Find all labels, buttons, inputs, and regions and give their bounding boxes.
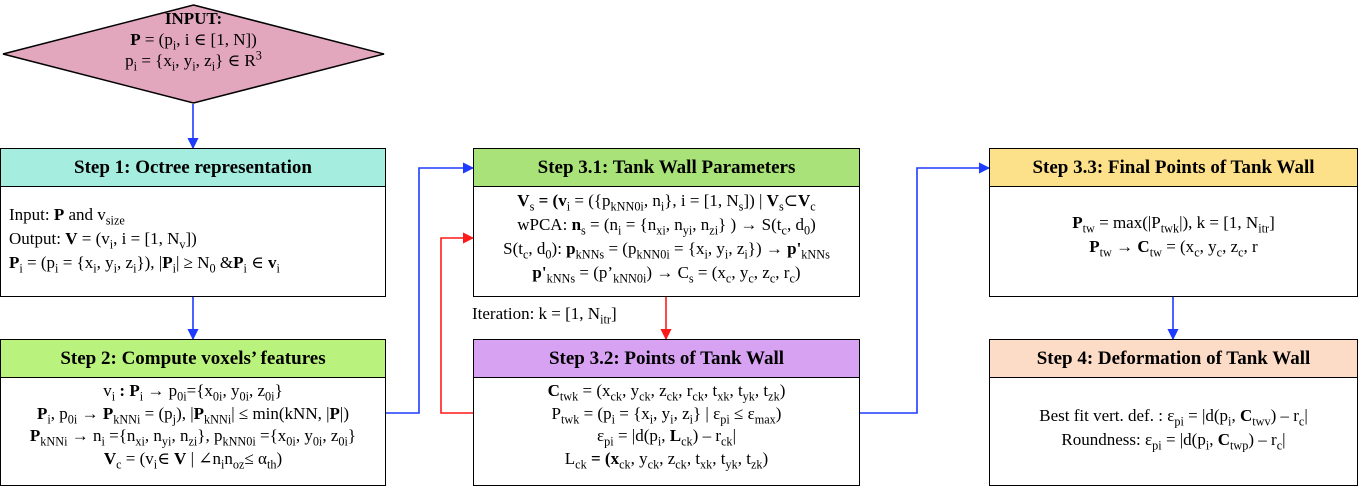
step32-box: Step 3.2: Points of Tank Wall Ctwk = (xc… — [473, 339, 860, 486]
step33-body: Ptw = max(|Ptwk|), k = [1, Nitr] Ptw → C… — [990, 187, 1357, 263]
step1-line-2: Output: V = (vi, i = [1, Nv]) — [9, 229, 197, 252]
step31-title: Step 3.1: Tank Wall Parameters — [474, 149, 859, 187]
step31-body: Vs = (vi = ({pkNN0i, ni}, i = [1, Ns]) |… — [474, 187, 859, 289]
step31-line-2: wPCA: ns = (ni = {nxi, nyi, nzi} ) → S(t… — [517, 215, 816, 238]
step2-line-3: PkNNi → ni ={nxi, nyi, nzi}, pkNN0i ={x0… — [29, 426, 357, 449]
step2-line-4: Vc = (vi∈ V | ∠ninoz≤ αth) — [103, 448, 283, 471]
step32-title: Step 3.2: Points of Tank Wall — [474, 340, 859, 378]
step33-line-1: Ptw = max(|Ptwk|), k = [1, Nitr] — [1072, 213, 1275, 236]
step33-box: Step 3.3: Final Points of Tank Wall Ptw … — [989, 148, 1358, 297]
input-text: INPUT: P = (pi, i ∈ [1, N]) pi = {xi, yi… — [2, 8, 385, 74]
iteration-label: Iteration: k = [1, Nitr] — [472, 304, 617, 327]
step32-line-4: Lck = (xck, yck, zck, txk, tyk, tzk) — [564, 448, 769, 471]
input-line-2: pi = {xi, yi, zi} ∈ R3 — [125, 48, 262, 74]
step4-title: Step 4: Deformation of Tank Wall — [990, 340, 1357, 378]
step2-body: vi : Pi → p0i={x0i, y0i, z0i} Pi, p0i → … — [1, 378, 385, 474]
input-diamond — [2, 4, 385, 104]
step4-line-2: Roundness: εpi = |d(pi, Ctwp) – rc| — [1061, 430, 1286, 453]
step31-line-3: S(tc, d0): pkNNs = (pkNN0i = {xi, yi, zi… — [503, 239, 830, 262]
step31-line-1: Vs = (vi = ({pkNN0i, ni}, i = [1, Ns]) |… — [517, 191, 816, 214]
arrow-step2-to-step31 — [385, 162, 475, 414]
step4-box: Step 4: Deformation of Tank Wall Best fi… — [989, 339, 1358, 486]
arrow-step32-loop-to-step31 — [440, 232, 475, 414]
step32-body: Ctwk = (xck, yck, zck, rck, txk, tyk, tz… — [474, 378, 859, 474]
step1-line-1: Input: P and vsize — [9, 205, 125, 228]
input-line-1: P = (pi, i ∈ [1, N]) — [130, 30, 257, 53]
step32-line-3: εpi = |d(pi, Lck) – rck| — [597, 426, 736, 449]
step2-line-2: Pi, p0i → PkNNi = (pj), |PkNNi| ≤ min(kN… — [37, 403, 349, 426]
step2-title: Step 2: Compute voxels’ features — [1, 340, 385, 378]
step31-box: Step 3.1: Tank Wall Parameters Vs = (vi … — [473, 148, 860, 297]
arrow-step32-to-step33 — [859, 162, 991, 414]
step32-line-1: Ctwk = (xck, yck, zck, rck, txk, tyk, tz… — [547, 381, 786, 404]
step2-box: Step 2: Compute voxels’ features vi : Pi… — [0, 339, 386, 486]
step2-line-1: vi : Pi → p0i={x0i, y0i, z0i} — [103, 381, 283, 404]
step1-line-3: Pi = (pi = {xi, yi, zi}), |Pi| ≥ N0 &Pi … — [9, 253, 280, 276]
step33-line-2: Ptw → Ctw = (xc, yc, zc, r — [1089, 237, 1258, 260]
step33-title: Step 3.3: Final Points of Tank Wall — [990, 149, 1357, 187]
step4-body: Best fit vert. def. : εpi = |d(pi, Ctwv)… — [990, 378, 1357, 456]
step32-line-2: Ptwk = (pi = {xi, yi, zi} | εpi ≤ εmax) — [551, 403, 782, 426]
step1-body: Input: P and vsize Output: V = (vi, i = … — [1, 187, 385, 279]
step1-title: Step 1: Octree representation — [1, 149, 385, 187]
input-title: INPUT: — [164, 9, 223, 28]
step31-line-4: p'kNNs = (p’kNN0i) → Cs = (xc, yc, zc, r… — [532, 263, 801, 286]
step4-line-1: Best fit vert. def. : εpi = |d(pi, Ctwv)… — [1039, 406, 1308, 429]
step1-box: Step 1: Octree representation Input: P a… — [0, 148, 386, 297]
